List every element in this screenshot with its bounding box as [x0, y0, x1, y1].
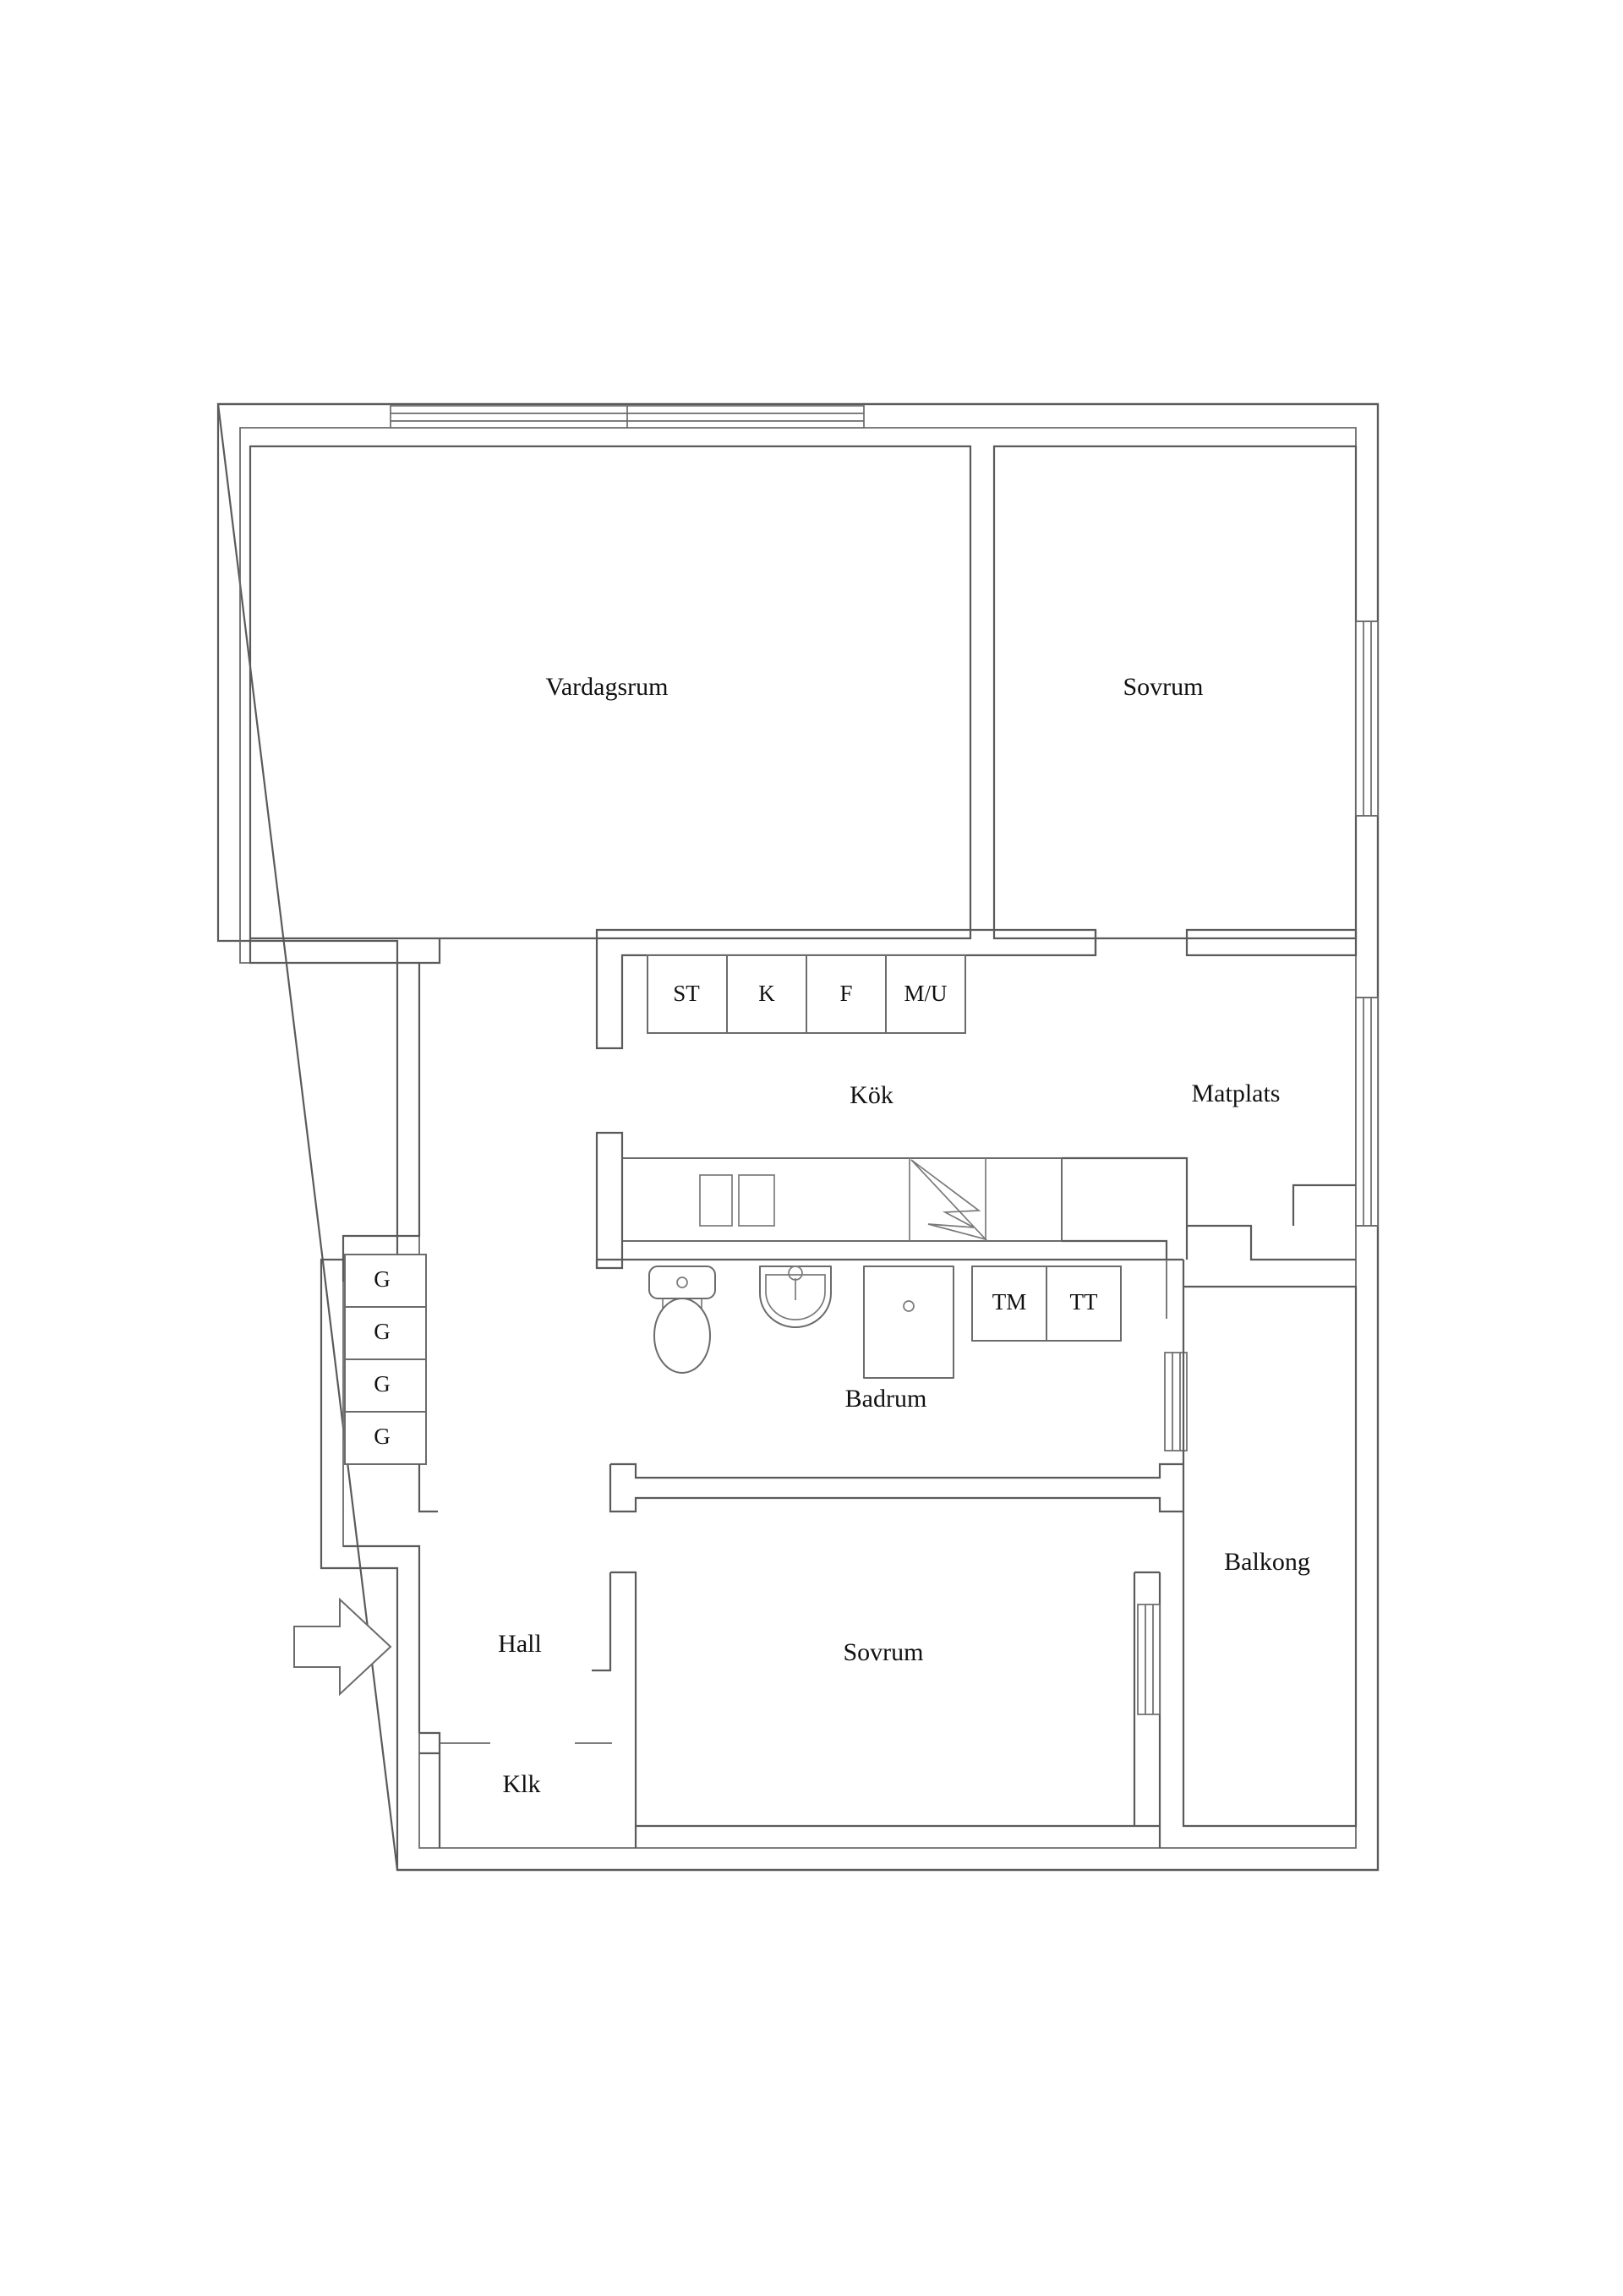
shower-drain — [903, 1300, 915, 1312]
kitchen-sink-basin-right — [738, 1174, 775, 1227]
kitchen-unit-st — [647, 954, 728, 1034]
shower-tray — [863, 1266, 954, 1379]
room-label-badrum: Badrum — [845, 1385, 927, 1413]
window-sovrum-top-right — [1355, 620, 1379, 817]
kitchen-sink-basin-left — [699, 1174, 733, 1227]
room-label-balkong: Balkong — [1224, 1548, 1310, 1576]
kitchen-counter-slab — [621, 1157, 1063, 1242]
laundry-unit-tt — [1046, 1266, 1122, 1342]
wall-hall-left — [342, 963, 438, 1733]
room-label-sovrum-top: Sovrum — [1123, 673, 1203, 701]
window-living-room-top — [390, 405, 865, 429]
kitchen-counter[interactable] — [595, 1131, 1063, 1270]
outer-walls — [216, 402, 1380, 1872]
room-label-vardagsrum: Vardagsrum — [546, 673, 669, 701]
wardrobe-units[interactable] — [344, 1254, 427, 1465]
window-matplats-right — [1355, 997, 1379, 1227]
room-label-kok: Kök — [850, 1081, 893, 1109]
window-sovrum-bottom-right — [1137, 1604, 1161, 1715]
laundry-units[interactable] — [971, 1266, 1122, 1342]
washbasin-fixture — [759, 1266, 832, 1328]
wardrobe-unit-g4 — [344, 1411, 427, 1465]
kitchen-unit-label-st: ST — [673, 981, 700, 1006]
toilet-fixture — [648, 1266, 716, 1374]
room-label-klk: Klk — [503, 1770, 541, 1798]
kitchen-tall-units[interactable] — [647, 954, 966, 1034]
washbasin-inner — [765, 1274, 826, 1320]
room-vardagsrum[interactable] — [249, 445, 972, 965]
toilet-flush-button — [676, 1276, 688, 1288]
room-sovrum-bottom[interactable] — [592, 1571, 1161, 1848]
room-label-matplats: Matplats — [1192, 1080, 1281, 1107]
wardrobe-label-g1: G — [374, 1266, 391, 1292]
toilet-cistern — [648, 1266, 716, 1299]
toilet-bowl — [653, 1298, 711, 1374]
outer-wall-inner-face — [239, 427, 1357, 1849]
wardrobe-label-g3: G — [374, 1371, 391, 1397]
wall-hall-klk — [419, 1731, 612, 1848]
laundry-label-tt: TT — [1070, 1289, 1098, 1315]
laundry-unit-tm — [971, 1266, 1047, 1342]
kitchen-unit-label-f: F — [839, 981, 852, 1006]
wardrobe-label-g2: G — [374, 1319, 391, 1344]
stove-hob-icon — [910, 1159, 988, 1241]
room-label-sovrum-bottom: Sovrum — [843, 1638, 923, 1666]
room-label-hall: Hall — [498, 1630, 542, 1658]
laundry-label-tm: TM — [992, 1289, 1027, 1315]
room-balkong[interactable] — [1167, 1258, 1358, 1828]
kitchen-unit-mu — [885, 954, 966, 1034]
shower-fixture — [863, 1266, 954, 1379]
kitchen-unit-label-k: K — [758, 981, 775, 1006]
wall-badrum-bottom — [609, 1462, 1183, 1513]
room-badrum[interactable] — [597, 1258, 1167, 1319]
kitchen-unit-label-mu: M/U — [904, 981, 947, 1006]
wardrobe-label-g4: G — [374, 1424, 391, 1449]
wall-connectors — [595, 930, 1356, 1268]
entrance-arrow — [293, 1597, 392, 1697]
